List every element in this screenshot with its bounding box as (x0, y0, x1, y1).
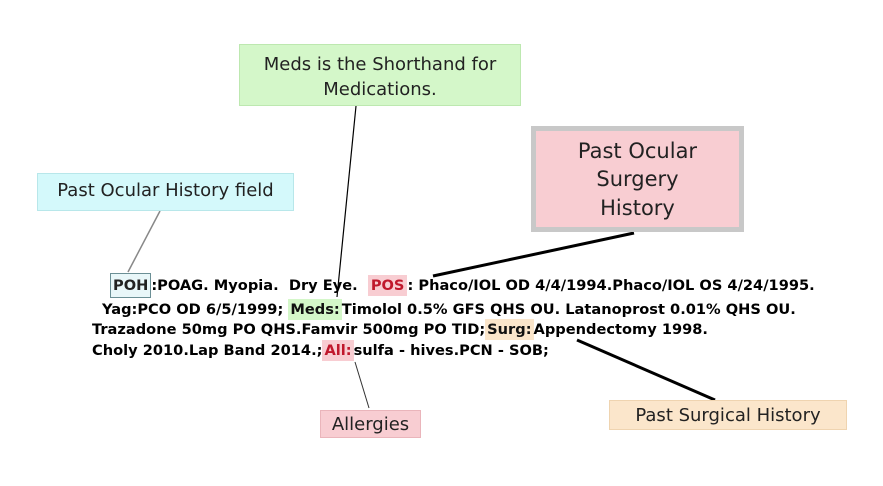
yag-text: Yag:PCO OD 6/5/1999; (102, 301, 289, 318)
choly-text: Choly 2010.Lap Band 2014.; (92, 342, 323, 359)
note-line-3: Trazadone 50mg PO QHS.Famvir 500mg PO TI… (92, 319, 708, 340)
note-line-4: Choly 2010.Lap Band 2014.;All:sulfa - hi… (92, 340, 549, 361)
note-line-2: Yag:PCO OD 6/5/1999; Meds:Timolol 0.5% G… (102, 299, 796, 320)
poh-connector-line (127, 210, 161, 273)
surg-key: Surg: (485, 319, 534, 340)
pos-callout-line3: History (600, 195, 675, 220)
pos-connector-line (432, 231, 635, 278)
meds-callout-line2: Medications. (323, 79, 437, 101)
trazadone-text: Trazadone 50mg PO QHS.Famvir 500mg PO TI… (92, 321, 486, 338)
allergies-callout: Allergies (320, 410, 421, 438)
poh-key: POH (110, 273, 152, 298)
meds-text: Timolol 0.5% GFS QHS OU. Latanoprost 0.0… (341, 301, 796, 318)
pos-key: POS (367, 275, 408, 296)
surg-callout: Past Surgical History (609, 400, 847, 430)
poh-text: :POAG. Myopia. Dry Eye. (151, 277, 368, 294)
meds-key: Meds: (288, 299, 342, 320)
poh-callout: Past Ocular History field (37, 173, 294, 211)
meds-callout: Meds is the Shorthand for Medications. (239, 44, 521, 106)
allergies-connector-line (354, 361, 370, 409)
pos-callout-line1: Past Ocular (577, 139, 698, 163)
meds-connector-line (336, 105, 357, 298)
meds-callout-line1: Meds is the Shorthand for (263, 54, 497, 75)
allergies-text: sulfa - hives.PCN - SOB; (353, 342, 549, 359)
surg-text: Appendectomy 1998. (533, 321, 708, 338)
surg-connector-line (576, 338, 716, 402)
note-line-1: POH:POAG. Myopia. Dry Eye. POS: Phaco/IO… (110, 273, 815, 298)
pos-callout: Past Ocular Surgery History (531, 126, 744, 232)
pos-callout-line2: Surgery (596, 167, 679, 192)
allergies-key: All: (322, 340, 354, 361)
pos-text: : Phaco/IOL OD 4/4/1994.Phaco/IOL OS 4/2… (407, 277, 815, 294)
